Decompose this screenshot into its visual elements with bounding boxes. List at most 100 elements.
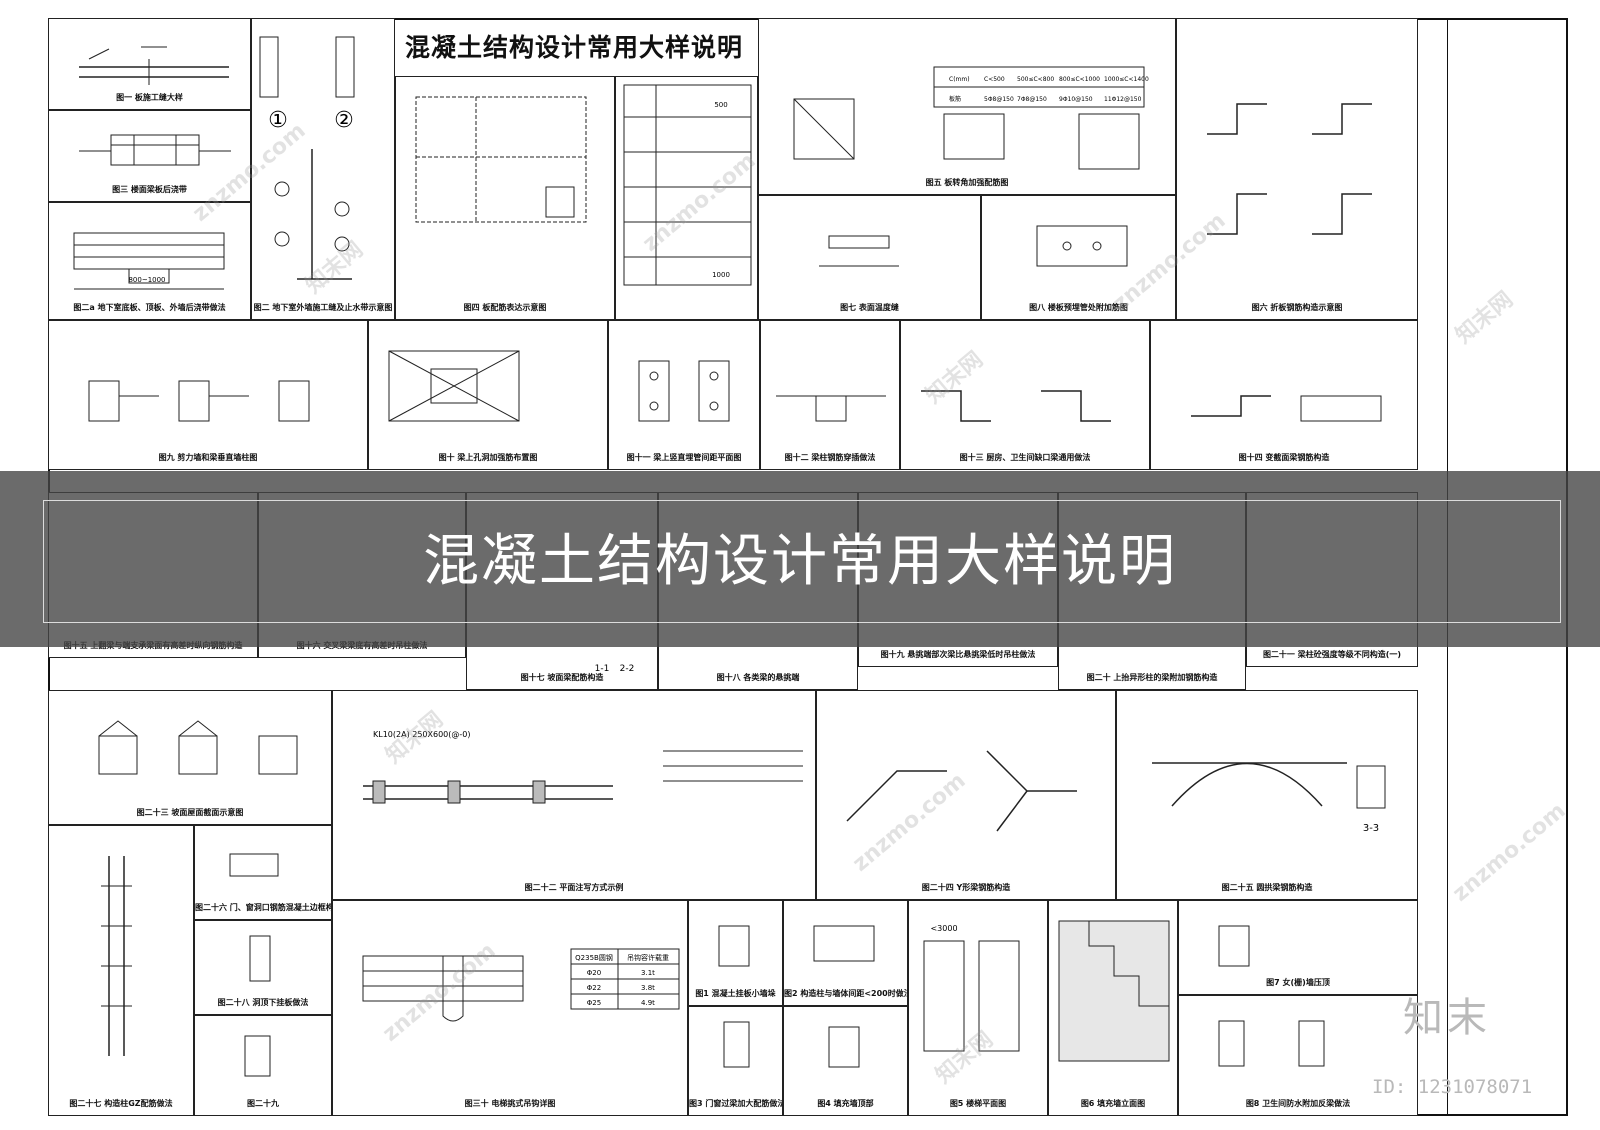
q235-row-0: Φ20 [587,969,601,977]
fig3-drawing [79,134,231,166]
section-label-2-2: 2-2 [620,664,635,674]
detail-panel-fig26: 图二十六 门、窗洞口钢筋混凝土边框构造 [194,825,332,920]
detail-panel-fig24: 图二十四 Y形梁钢筋构造 [816,690,1116,900]
detail-panel-fig29: 图二十九 [194,1015,332,1116]
detail-panel-fig9: 图九 剪力墙和梁垂直墙柱图 [48,320,368,470]
caption-fig9: 图九 剪力墙和梁垂直墙柱图 [158,453,258,462]
detail-panel-fig7: 图七 表面温度缝 [758,195,981,320]
caption-fig13: 图十三 厨房、卫生间缺口梁通用做法 [959,453,1091,462]
fig7-drawing [819,235,899,267]
table-head-1: C<500 [984,76,1005,83]
fig17-drawing: 1-1 2-2 [595,664,635,674]
caption-fig23: 图二十三 坡面屋面截面示意图 [136,808,244,817]
fig1-drawing [79,46,229,85]
caption-b5: 图5 楼梯平面图 [949,1099,1007,1108]
detail-panel-fig6: 图六 折板钢筋构造示意图 [1176,18,1418,320]
detail-panel-bar-table: 500 1000 [615,76,758,320]
fig9-drawing [88,380,310,422]
detail-panel-fig23: 图二十三 坡面屋面截面示意图 [48,690,332,825]
caption-fig10: 图十 梁上孔洞加强筋布置图 [438,453,538,462]
detail-panel-fig5: C(mm) C<500 500≤C<800 800≤C<1000 1000≤C<… [758,18,1176,195]
detail-panel-b1: 图1 混凝土挂板小墙垛 [688,900,783,1006]
q235-header: Q235B圆钢 [575,953,613,962]
fig4-drawing [415,96,587,223]
detail-panel-b3: 图3 门窗过梁加大配筋做法 [688,1006,783,1116]
detail-panel-fig14: 图十四 变截面梁钢筋构造 [1150,320,1418,470]
detail-panel-fig30: Q235B圆钢 吊钩容许载重 Φ20 Φ22 Φ25 3.1t 3.8t 4.9… [332,900,688,1116]
main-title: 混凝土结构设计常用大样说明 [404,33,743,62]
caption-fig26: 图二十六 门、窗洞口钢筋混凝土边框构造 [195,903,332,912]
caption-fig7: 图七 表面温度缝 [840,303,899,312]
q235-val-2: 4.9t [641,999,655,1007]
caption-fig5: 图五 板转角加强配筋图 [925,178,1009,187]
caption-fig6: 图六 折板钢筋构造示意图 [1251,303,1343,312]
caption-fig24: 图二十四 Y形梁钢筋构造 [921,883,1011,892]
fig2-drawing: ① ② [259,36,355,280]
detail-panel-b4: 图4 填充墙顶部 [783,1006,908,1116]
b6-drawing [1058,920,1170,1062]
circle-label-1: ① [268,108,288,133]
fig25-drawing: 3-3 [1152,762,1386,834]
bar-shape-table: 500 1000 [623,84,752,286]
fig10-drawing [388,350,520,422]
caption-fig25: 图二十五 圆拱梁钢筋构造 [1221,883,1313,892]
b5-dim-label: <3000 [930,924,957,933]
caption-fig12: 图十二 梁柱钢筋穿插做法 [784,453,876,462]
caption-fig29: 图二十九 [247,1099,279,1108]
caption-fig18: 图十八 各类梁的悬挑端 [716,673,800,682]
circle-label-2: ② [334,108,354,133]
bar-table-dim-1000: 1000 [712,271,730,279]
caption-fig21: 图二十一 梁柱砼强度等级不同构造(一) [1262,650,1402,659]
detail-panel-fig13: 图十三 厨房、卫生间缺口梁通用做法 [900,320,1150,470]
detail-panel-b2: 图2 构造柱与墙体间距<200时做法 [783,900,908,1006]
b2-drawing [813,925,875,962]
b5-drawing: <3000 [923,924,1020,1052]
detail-panel-fig4: 图四 板配筋表达示意图 [395,76,615,320]
table-head-2: 500≤C<800 [1017,76,1054,83]
table-row-0: 板筋 [949,95,961,103]
table-head-4: 1000≤C<1400 [1104,76,1149,83]
detail-panel-fig27: 图二十七 构造柱GZ配筋做法 [48,825,194,1116]
image-id-label: ID: 1231078071 [1372,1076,1533,1098]
detail-panel-fig3: 图三 楼面梁板后浇带 [48,110,251,202]
caption-b8: 图8 卫生间防水附加反梁做法 [1245,1099,1351,1108]
caption-fig17: 图十七 坡面梁配筋构造 [520,673,604,682]
detail-panel-fig12: 图十二 梁柱钢筋穿插做法 [760,320,900,470]
q235-val-0: 3.1t [641,969,655,977]
b4-drawing [828,1026,860,1068]
detail-panel-fig1: 图一 板施工缝大样 [48,18,251,110]
detail-panel-b8: 图8 卫生间防水附加反梁做法 [1178,995,1418,1116]
detail-panel-fig25: 3-3 图二十五 圆拱梁钢筋构造 [1116,690,1418,900]
section-label-3-3: 3-3 [1363,823,1379,834]
caption-fig28: 图二十八 洞顶下挂板做法 [217,998,309,1007]
detail-panel-fig11: 图十一 梁上竖直埋管间距平面图 [608,320,760,470]
kl-header-label: KL10(2A) 250X600(@-0) [373,730,470,739]
fig12-drawing [776,395,886,422]
b1-drawing [718,925,750,967]
fig28-drawing [249,935,271,982]
caption-fig20: 图二十 上抬异形柱的梁附加钢筋构造 [1086,673,1218,682]
fig6-drawing [1207,103,1372,235]
bar-table-dim-500: 500 [714,101,727,109]
caption-fig4: 图四 板配筋表达示意图 [463,303,547,312]
caption-fig22: 图二十二 平面注写方式示例 [524,883,624,892]
fig23-drawing [98,720,298,775]
fig5-drawing: C(mm) C<500 500≤C<800 800≤C<1000 1000≤C<… [793,66,1149,170]
table-head-0: C(mm) [949,76,970,83]
b8-drawing [1218,1020,1325,1067]
fig2a-dim-label: 800~1000 [128,276,165,284]
fig24-drawing [846,750,1077,832]
caption-b3: 图3 门窗过梁加大配筋做法 [689,1099,783,1108]
fig29-drawing [244,1035,271,1077]
b3-drawing [723,1021,750,1068]
detail-panel-b7: 图7 女(栅)墙压顶 [1178,900,1418,995]
b7-drawing [1218,925,1250,967]
caption-fig19: 图十九 悬挑端部次梁比悬挑梁低时吊柱做法 [880,650,1036,659]
fig2a-drawing: 800~1000 [73,232,225,290]
caption-fig2: 图二 地下室外墙施工缝及止水带示意图 [253,303,393,312]
caption-b6: 图6 填充墙立面图 [1080,1099,1146,1108]
caption-b7: 图7 女(栅)墙压顶 [1266,978,1330,987]
caption-fig3: 图三 楼面梁板后浇带 [112,185,187,194]
fig13-drawing [921,390,1111,422]
q235-val-1: 3.8t [641,984,655,992]
